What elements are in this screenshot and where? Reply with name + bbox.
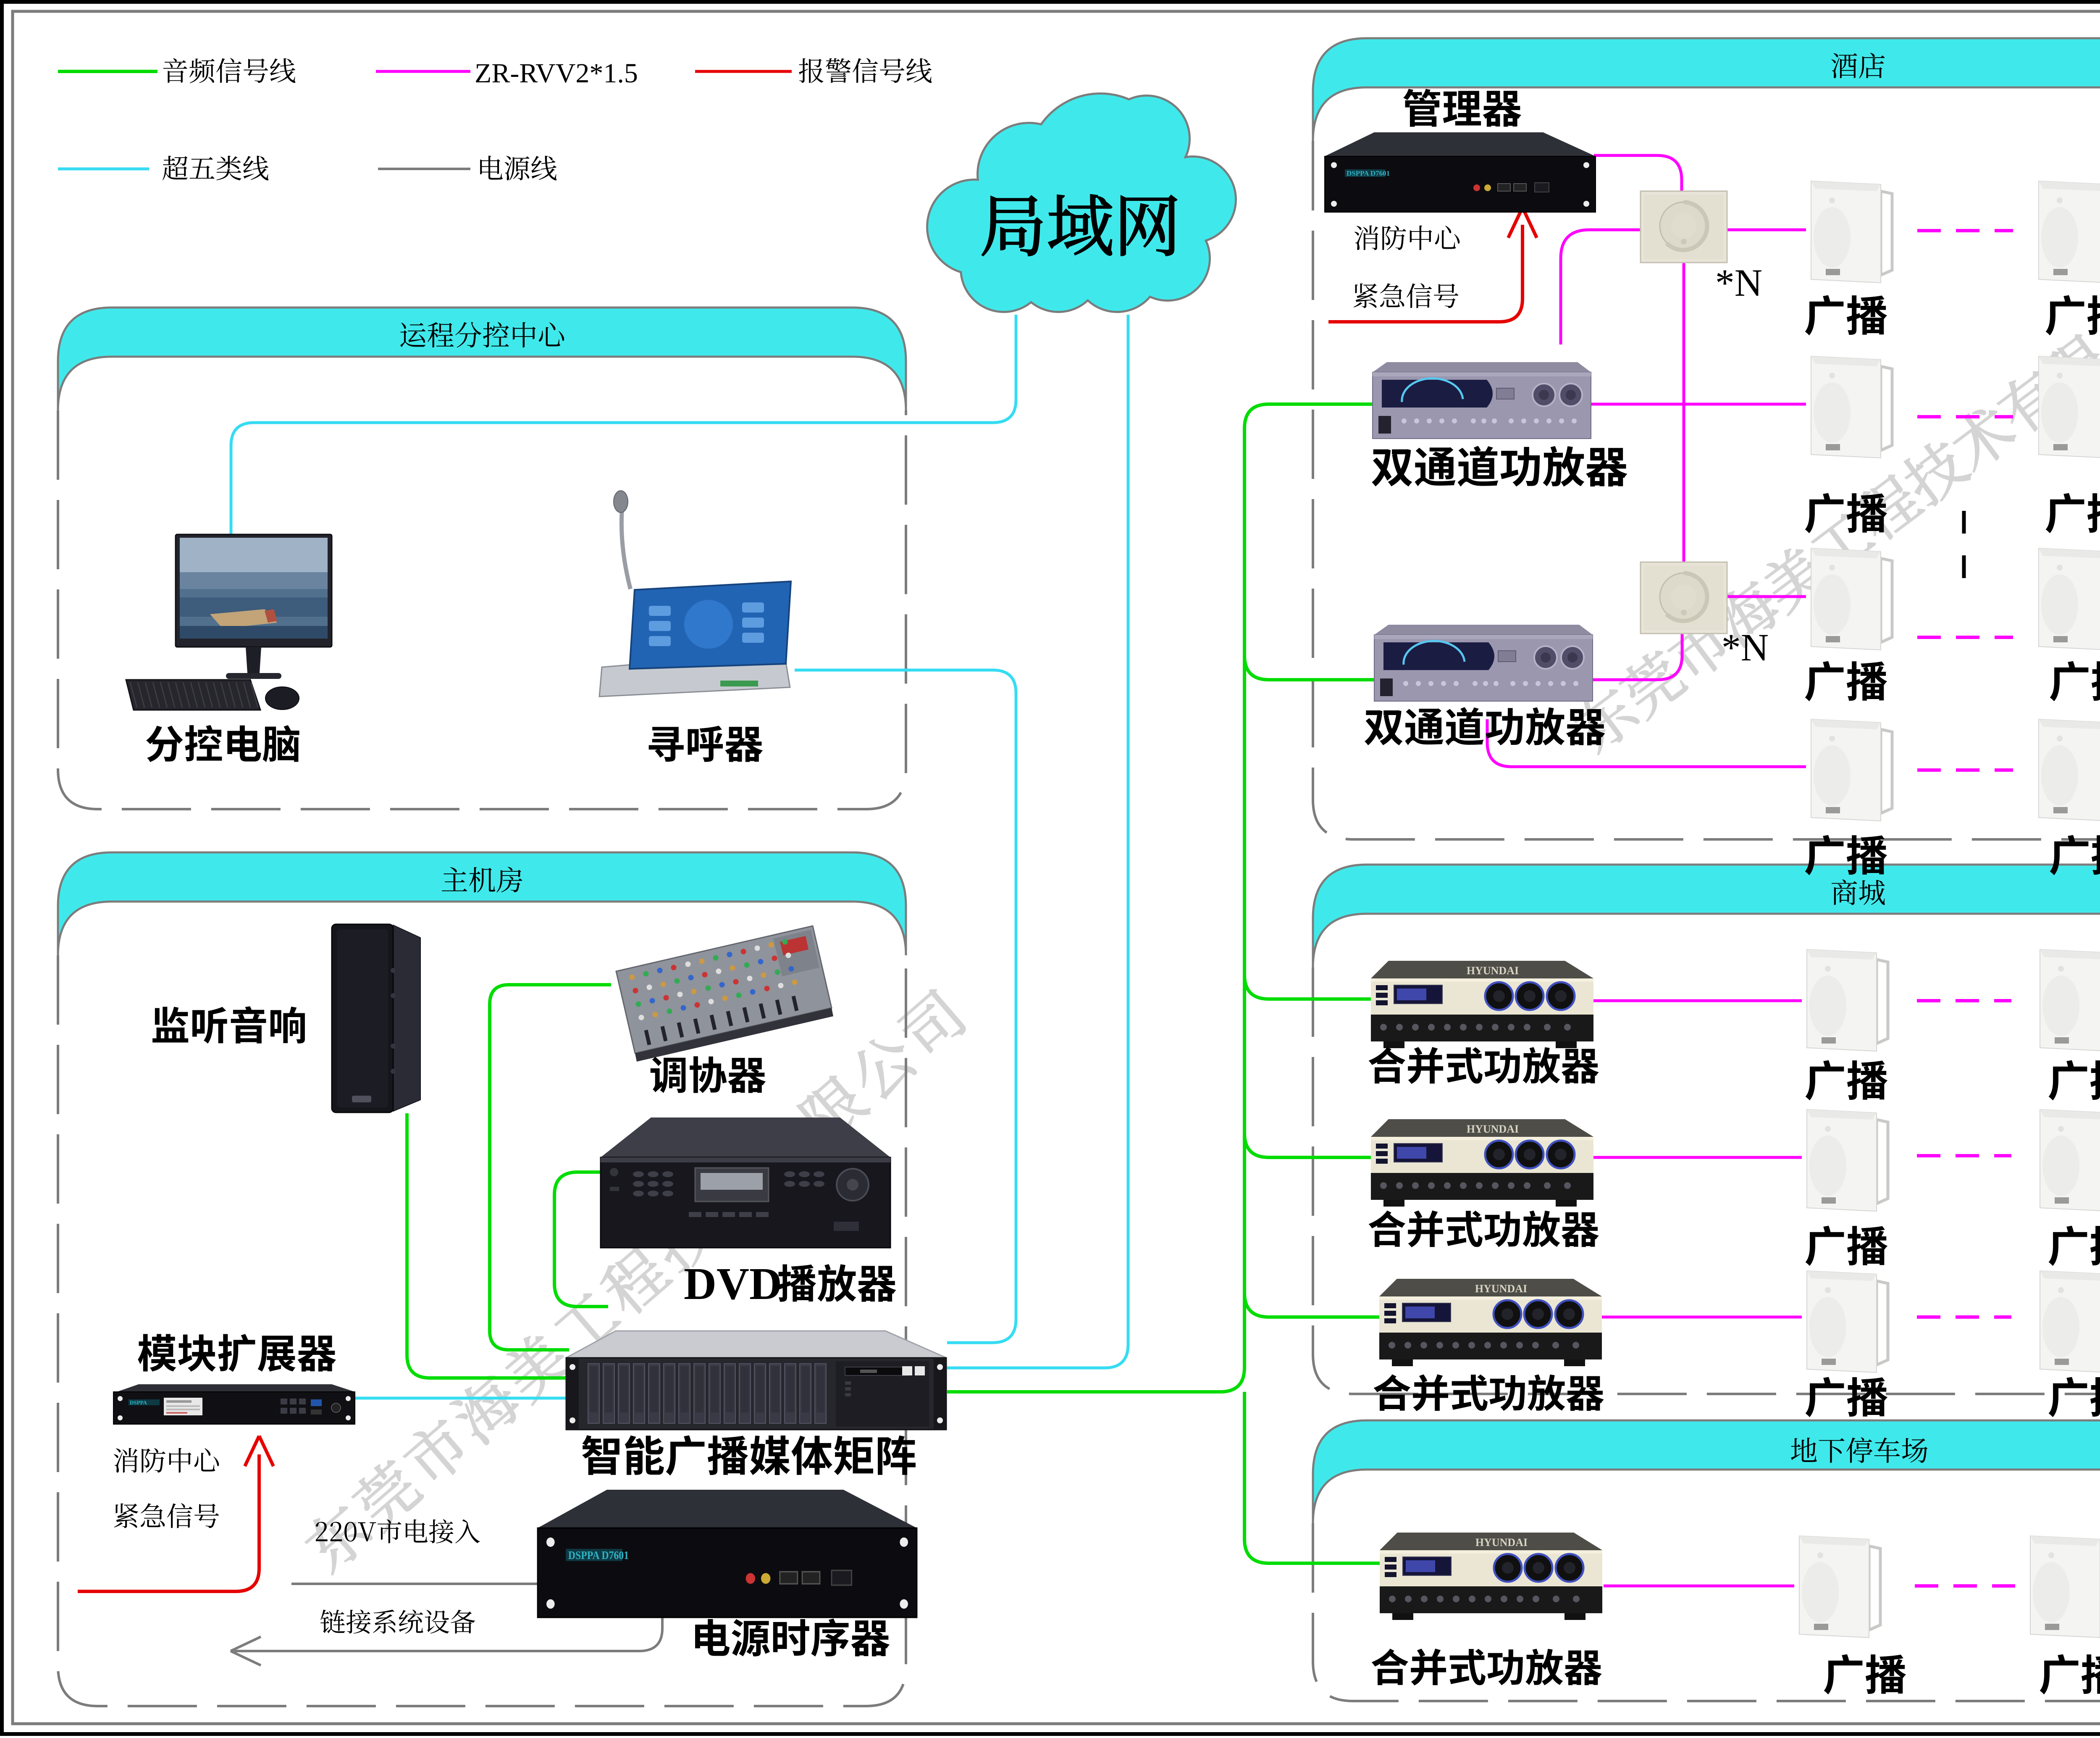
svg-text:*N: *N <box>1715 261 1762 304</box>
svg-text:ZR-RVV2*1.5: ZR-RVV2*1.5 <box>475 58 638 89</box>
svg-text:*N: *N <box>1722 626 1769 669</box>
svg-text:DVD: DVD <box>684 1259 782 1309</box>
